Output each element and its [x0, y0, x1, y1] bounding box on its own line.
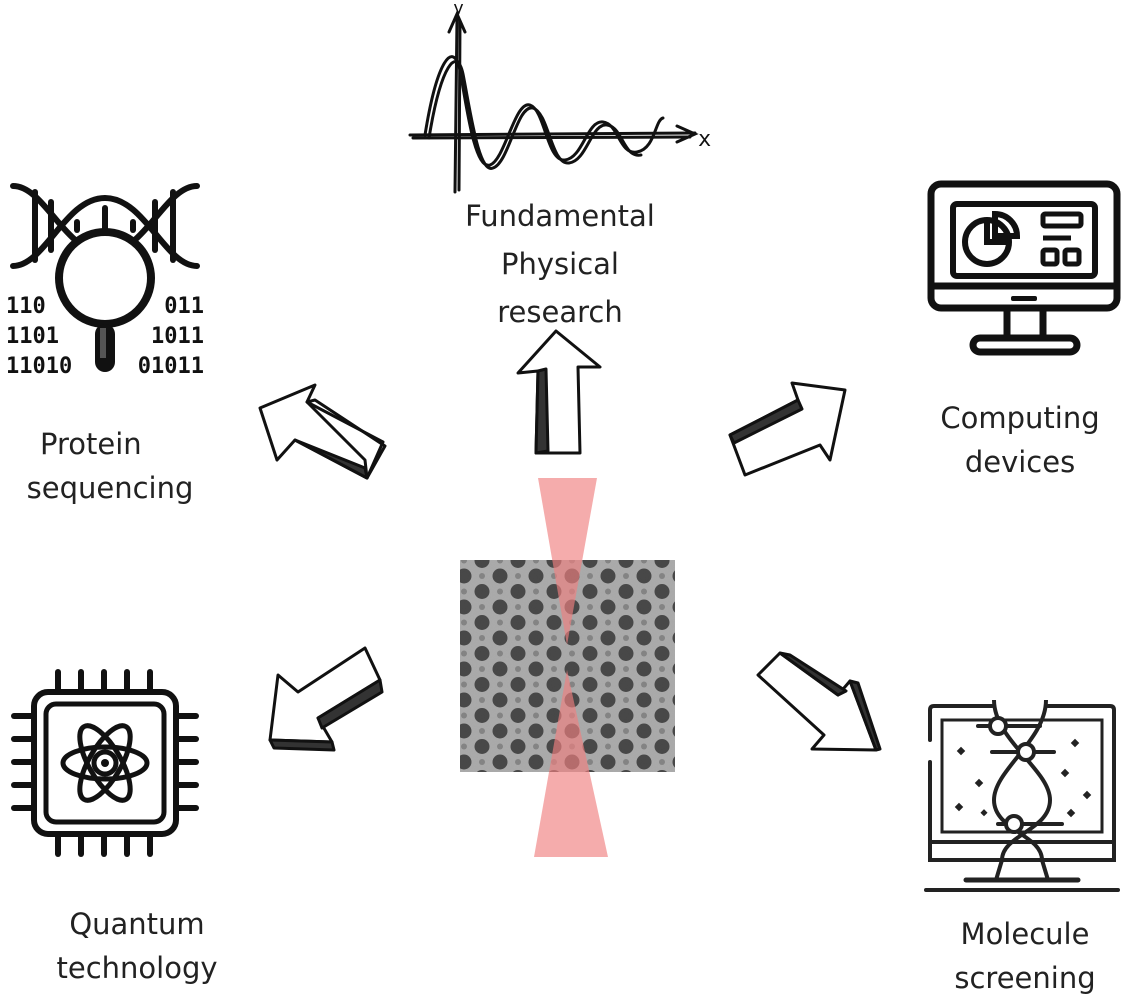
- arrow-to-protein: [258, 383, 387, 480]
- computer-monitor-icon: [927, 180, 1121, 356]
- center-sample: [460, 478, 675, 857]
- label-line: Molecule: [960, 917, 1090, 951]
- axis-x-label: x: [698, 127, 711, 152]
- label-line: sequencing: [26, 471, 194, 505]
- binary-left-row: 11010: [6, 354, 73, 379]
- label-line: Protein: [40, 427, 142, 461]
- atom-chip-icon: [11, 669, 199, 857]
- label-line: Quantum: [69, 907, 205, 941]
- label-line: screening: [954, 961, 1096, 995]
- binary-right-row: 011: [164, 294, 204, 319]
- label-line: devices: [964, 445, 1076, 479]
- wave-plot-icon: x y: [408, 0, 711, 194]
- arrow-to-molecule: [756, 651, 882, 752]
- binary-right-row: 01011: [137, 354, 204, 379]
- dna-screen-icon: [924, 700, 1120, 892]
- dna-magnifier-icon: [10, 183, 200, 372]
- label-line: Computing: [940, 401, 1100, 435]
- label-computing-devices: Computing devices: [920, 396, 1120, 484]
- label-line: research: [497, 295, 623, 329]
- label-molecule-screening: Molecule screening: [930, 912, 1120, 1000]
- label-line: technology: [56, 951, 218, 985]
- binary-right-row: 1011: [151, 324, 204, 349]
- label-quantum-technology: Quantum technology: [32, 902, 242, 990]
- binary-left-row: 1101: [6, 324, 59, 349]
- binary-left-row: 110: [6, 294, 46, 319]
- arrow-to-computing: [728, 381, 847, 477]
- arrow-to-fundamental: [516, 329, 602, 455]
- label-line: Physical: [501, 247, 619, 281]
- binary-left: 110 1101 11010: [6, 292, 72, 382]
- axis-y-label: y: [453, 0, 464, 19]
- label-line: Fundamental: [465, 199, 655, 233]
- arrow-to-quantum: [268, 646, 384, 752]
- beam-cone: [534, 478, 608, 857]
- label-fundamental-research: Fundamental Physical research: [430, 192, 690, 336]
- binary-right: 011 1011 01011: [132, 292, 204, 382]
- label-protein-sequencing: Protein sequencing: [10, 422, 210, 510]
